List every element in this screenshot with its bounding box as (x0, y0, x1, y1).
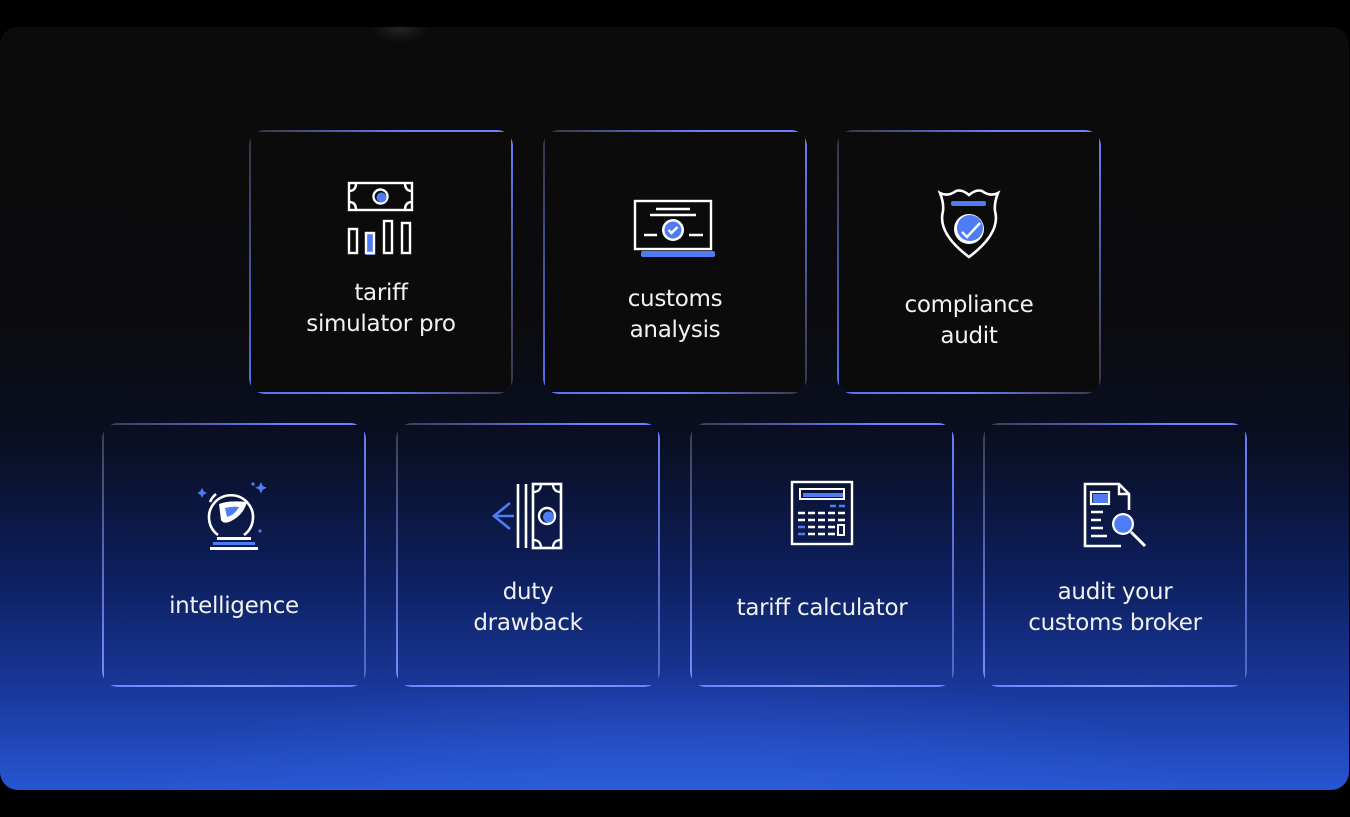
card-label: duty drawback (473, 579, 583, 636)
card-intelligence[interactable]: intelligence (102, 423, 366, 687)
card-audit-customs-broker[interactable]: audit your customs broker (983, 423, 1247, 687)
calculator-icon (790, 480, 854, 546)
card-compliance-audit[interactable]: compliance audit (837, 130, 1101, 394)
money-bar-chart-icon (347, 181, 414, 255)
card-duty-drawback[interactable]: duty drawback (396, 423, 660, 687)
card-tariff-calculator[interactable]: tariff calculator (690, 423, 954, 687)
top-glow (370, 27, 430, 43)
shield-check-icon (937, 189, 1001, 259)
document-search-icon (1083, 482, 1147, 548)
card-label: tariff calculator (736, 595, 908, 621)
card-tariff-simulator-pro[interactable]: tariff simulator pro (249, 130, 513, 394)
card-label: customs analysis (627, 286, 723, 343)
card-label: tariff simulator pro (306, 280, 456, 337)
card-customs-analysis[interactable]: customs analysis (543, 130, 807, 394)
crystal-ball-icon (198, 482, 267, 550)
money-return-arrow-icon (491, 482, 563, 550)
certificate-check-icon (633, 199, 715, 257)
card-label: audit your customs broker (1028, 579, 1202, 636)
card-label: intelligence (169, 593, 299, 619)
card-label: compliance audit (904, 292, 1034, 349)
